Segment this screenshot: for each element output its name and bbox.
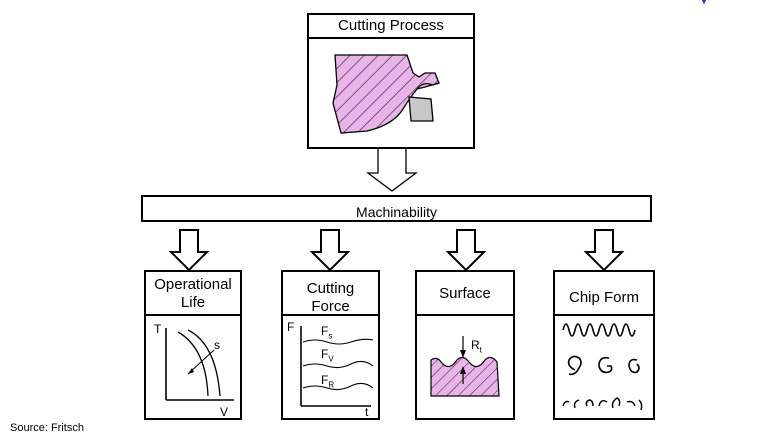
surface-title: Surface (417, 272, 513, 316)
workpiece-shape (332, 54, 440, 134)
force-y-label: F (287, 320, 295, 334)
chip-form-illustration (562, 323, 643, 411)
surface-box: Surface Rt (415, 270, 515, 420)
force-series-fr: FR (321, 373, 335, 390)
life-chart (165, 328, 234, 401)
chip-form-title: Chip Form (555, 272, 653, 316)
tool-shape (408, 96, 434, 122)
cutting-process-box: Cutting Process (307, 13, 475, 149)
cutting-force-box: Cutting Force F t Fs FV FR (281, 270, 380, 420)
source-caption: Source: Fritsch (10, 422, 84, 434)
cutting-force-title: Cutting Force (283, 272, 378, 316)
cutting-process-title: Cutting Process (309, 15, 473, 39)
down-arrow-force (309, 229, 351, 272)
force-x-label: t (365, 405, 369, 419)
force-series-fs: Fs (321, 324, 333, 341)
down-arrow-chip (583, 229, 625, 272)
operational-life-line2: Life (180, 294, 206, 311)
cut-off-title-fragment (690, 0, 720, 4)
machinability-label: Machinability (356, 204, 437, 220)
machinability-bar: Machinability (141, 195, 652, 222)
down-arrow-life (168, 229, 210, 272)
surface-chart (430, 336, 500, 397)
life-y-label: T (154, 322, 162, 336)
force-series-fv: FV (321, 347, 334, 364)
operational-life-box: Operational Life T V s (144, 270, 242, 420)
operational-life-line1: Operational (154, 276, 232, 293)
cutting-force-line1: Cutting (306, 280, 355, 297)
cutting-process-illustration (332, 54, 440, 134)
down-arrow-surface (445, 229, 487, 272)
surface-rt-label: Rt (471, 338, 482, 355)
operational-life-title: Operational Life (146, 272, 240, 316)
life-curve-label: s (214, 338, 220, 352)
force-chart (300, 326, 374, 407)
chip-form-box: Chip Form (553, 270, 655, 420)
down-arrow-main (366, 149, 418, 192)
cutting-force-line2: Force (311, 298, 350, 315)
life-x-label: V (220, 405, 229, 419)
